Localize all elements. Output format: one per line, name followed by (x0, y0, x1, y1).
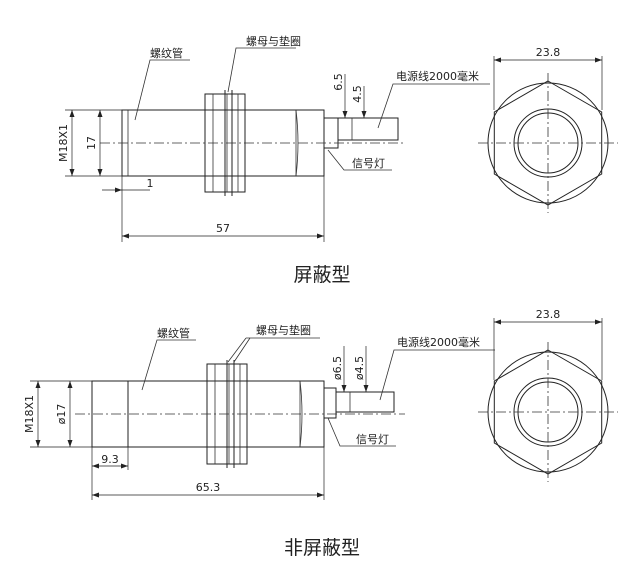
unshielded-cable-inner-dim: ø4.5 (353, 356, 366, 380)
unshielded-front-view: 23.8 (478, 308, 618, 482)
shielded-side-view: M18X1 17 1 57 6.5 4.5 螺纹管 螺母与垫圈 电源线2000毫… (57, 34, 490, 242)
shielded-cable-outer-dim: 6.5 (332, 73, 345, 91)
shielded-gland (323, 117, 339, 149)
shielded-length-dim: 57 (216, 222, 230, 235)
shielded-nut-label: 螺母与垫圈 (246, 34, 301, 48)
shielded-cable (337, 117, 399, 141)
unshielded-body-dim: ø17 (55, 404, 68, 425)
shielded-led-label: 信号灯 (352, 157, 385, 170)
unshielded-led-label: 信号灯 (356, 433, 389, 446)
shielded-cable-label: 电源线2000毫米 (396, 69, 479, 83)
shielded-offset-dim: 1 (147, 177, 154, 190)
unshielded-cable (335, 391, 395, 413)
unshielded-gland (323, 387, 337, 419)
unshielded-cable-label: 电源线2000毫米 (397, 335, 480, 349)
shielded-thread-dim: M18X1 (57, 124, 70, 162)
unshielded-nut-label: 螺母与垫圈 (256, 323, 311, 337)
shielded-body-dim: 17 (85, 136, 98, 150)
unshielded-offset-dim: 9.3 (101, 453, 119, 466)
unshielded-cable-outer-dim: ø6.5 (331, 356, 344, 380)
unshielded-thread-dim: M18X1 (23, 395, 36, 433)
unshielded-tube-label: 螺纹管 (157, 326, 190, 340)
unshielded-side-view: M18X1 ø17 9.3 65.3 ø6.5 ø4.5 螺纹管 螺母与垫圈 (23, 323, 495, 500)
unshielded-caption: 非屏蔽型 (284, 537, 360, 559)
unshielded-hex-dim: 23.8 (536, 308, 561, 321)
shielded-cable-inner-dim: 4.5 (351, 85, 364, 103)
shielded-tube-label: 螺纹管 (150, 46, 183, 60)
shielded-caption: 屏蔽型 (293, 264, 350, 286)
shielded-front-view: 23.8 (478, 46, 618, 213)
unshielded-length-dim: 65.3 (196, 481, 221, 494)
shielded-hex-dim: 23.8 (536, 46, 561, 59)
